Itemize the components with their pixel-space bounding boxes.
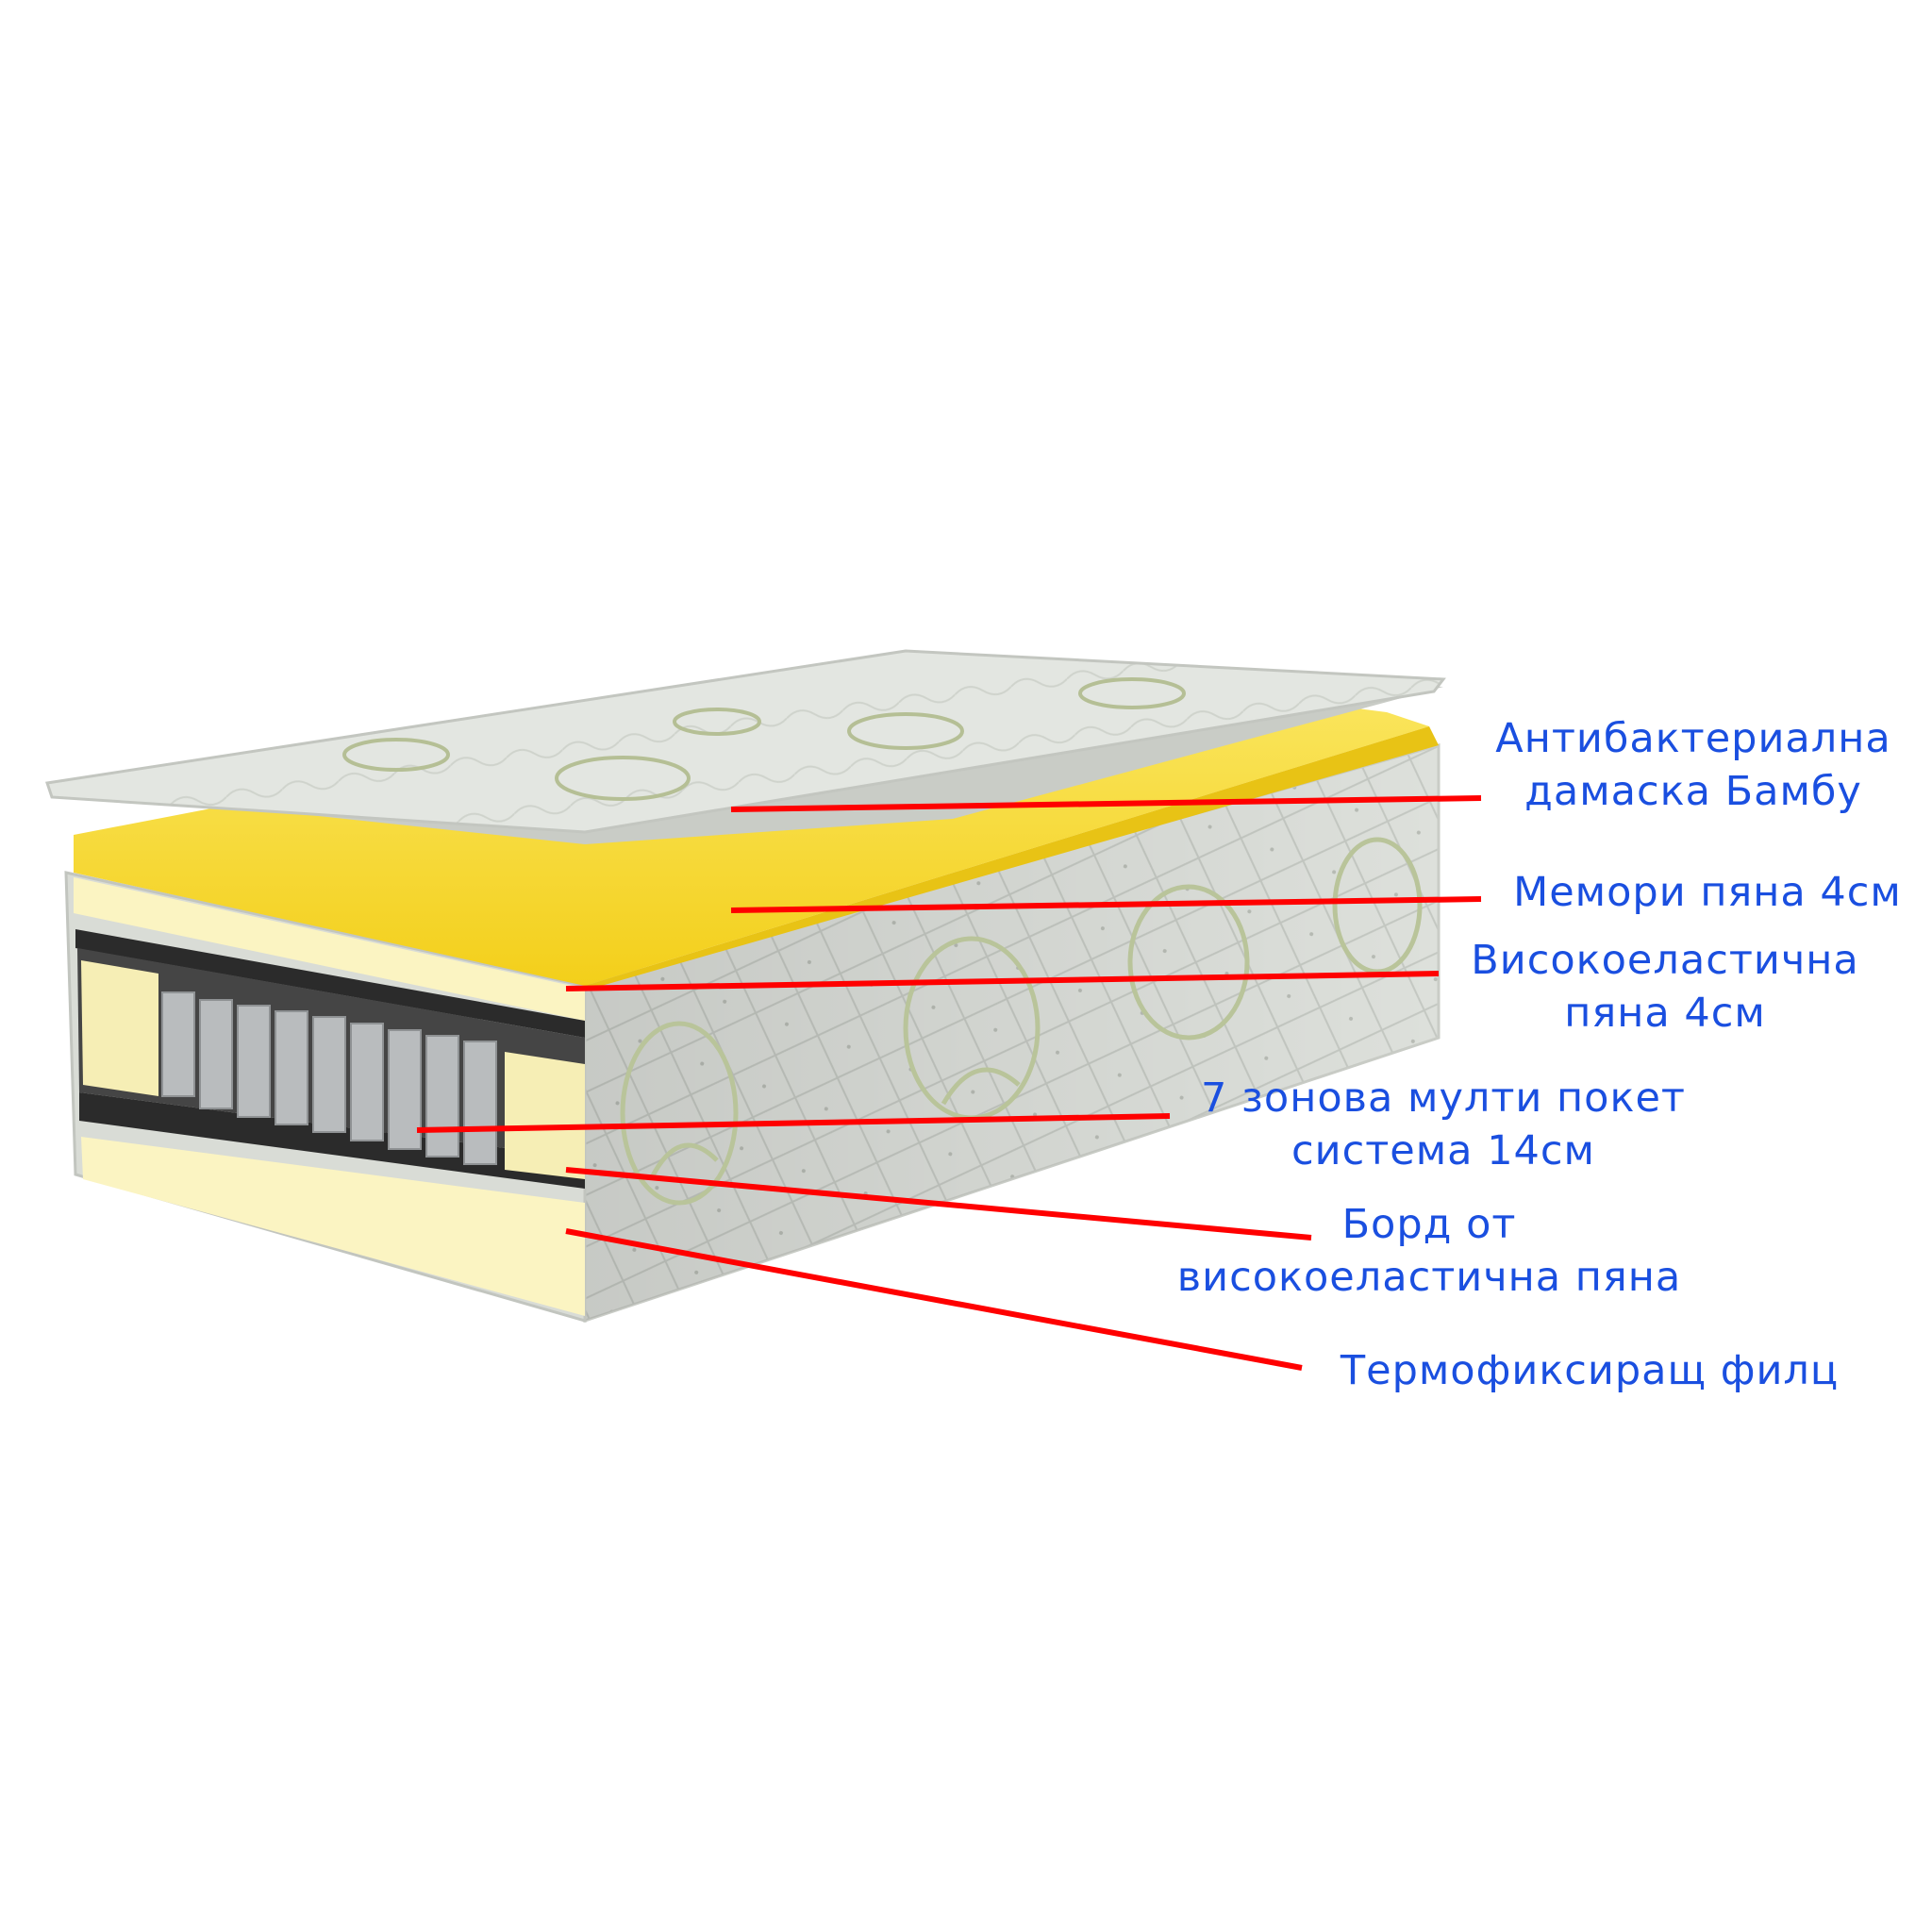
label-pocket-system-line-1: 7 зонова мулти покет xyxy=(1201,1074,1686,1122)
label-pocket-system-line-2: система 14см xyxy=(1291,1127,1595,1174)
label-hr-foam-line-1: Високоеластична xyxy=(1471,937,1859,984)
foam-block-icon xyxy=(505,1052,585,1179)
label-hr-foam-line-2: пяна 4см xyxy=(1564,990,1766,1037)
label-border-foam-line-1: Борд от xyxy=(1341,1201,1517,1248)
leader-line-damask xyxy=(730,795,1482,812)
label-memory-foam-line-1: Мемори пяна 4см xyxy=(1513,869,1902,916)
leader-line-memory xyxy=(730,896,1482,913)
hr-foam-top-layer xyxy=(74,877,585,1021)
pocket-spring-icon xyxy=(161,991,497,1165)
label-damask: Антибактериална дамаска Бамбу xyxy=(1476,712,1910,818)
hr-foam-bottom-layer xyxy=(81,1137,585,1316)
label-border-foam-line-2: високоеластична пяна xyxy=(1176,1254,1682,1301)
label-felt-line-1: Термофиксиращ филц xyxy=(1340,1347,1840,1394)
cross-section xyxy=(64,871,587,1323)
leader-line-border xyxy=(565,1167,1312,1241)
damask-cover-sheet xyxy=(45,649,1446,844)
leader-lines xyxy=(416,795,1482,1371)
label-pocket-system: 7 зонова мулти покет система 14см xyxy=(1179,1072,1707,1177)
felt-top-layer xyxy=(75,929,585,1038)
label-damask-line-1: Антибактериална xyxy=(1495,715,1891,762)
leader-line-hr-foam xyxy=(565,971,1440,991)
label-hr-foam: Високоеластична пяна 4см xyxy=(1457,934,1873,1040)
label-felt: Термофиксиращ филц xyxy=(1316,1344,1863,1397)
label-damask-line-2: дамаска Бамбу xyxy=(1524,768,1862,815)
leader-line-pocket xyxy=(416,1113,1171,1133)
felt-bottom-layer xyxy=(79,1092,585,1189)
label-border-foam: Борд от високоеластична пяна xyxy=(1165,1198,1693,1304)
foam-block-icon xyxy=(81,960,158,1096)
leader-line-felt xyxy=(565,1228,1303,1371)
label-memory-foam: Мемори пяна 4см xyxy=(1495,866,1920,919)
